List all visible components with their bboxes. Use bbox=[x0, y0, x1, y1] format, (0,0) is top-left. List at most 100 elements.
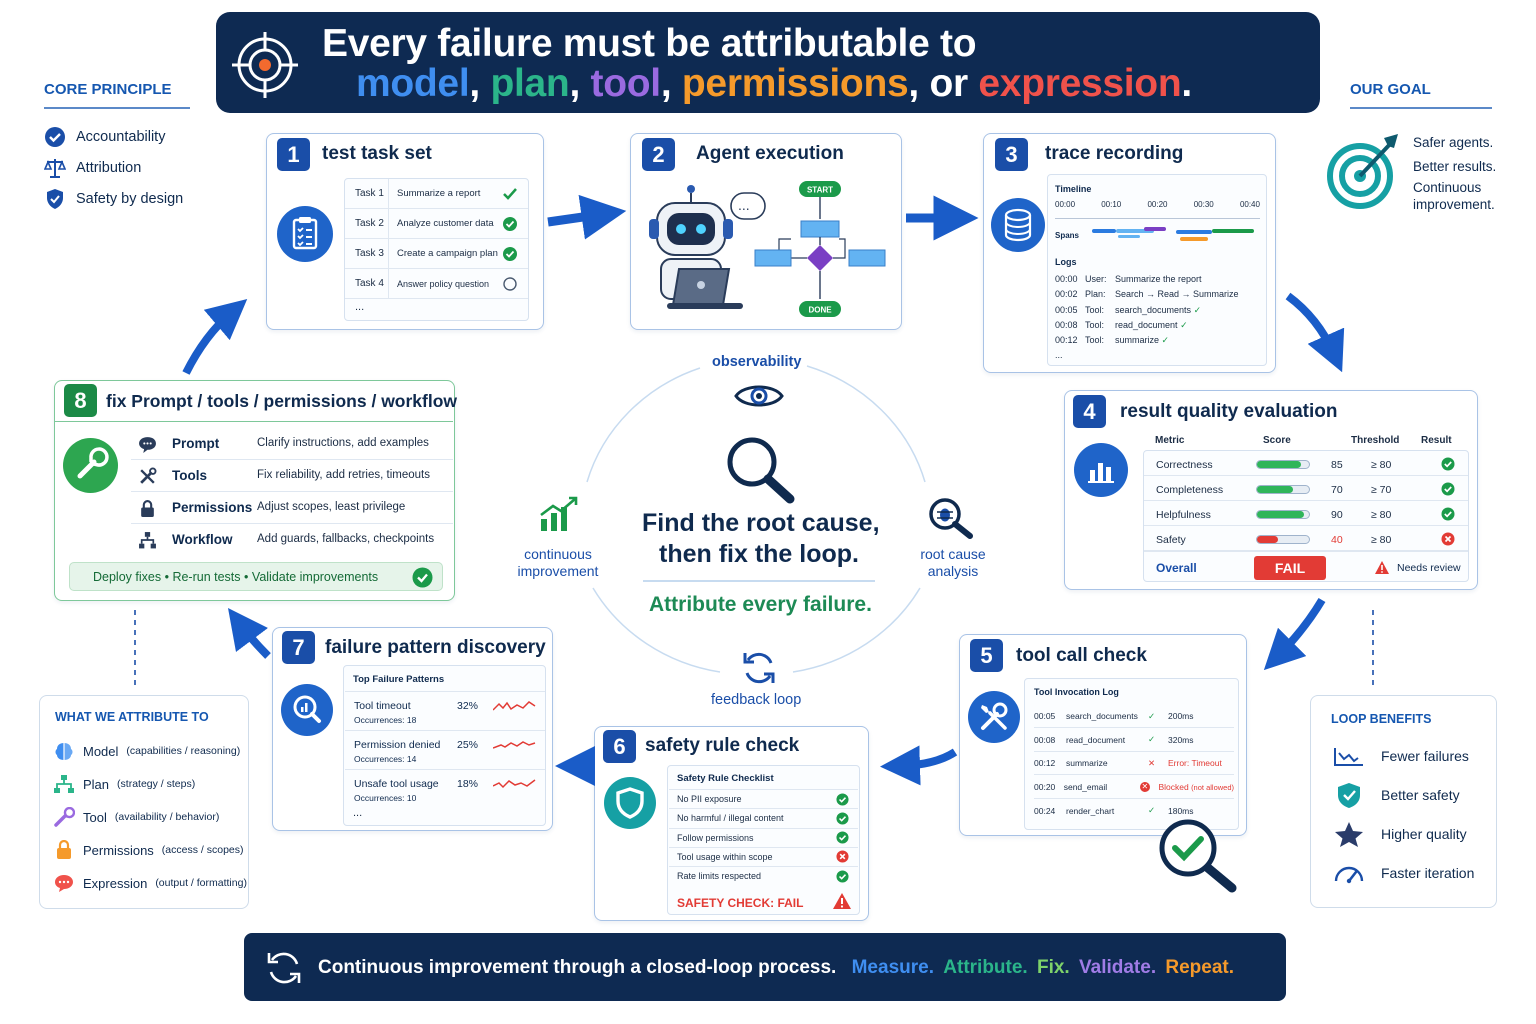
svg-text:DONE: DONE bbox=[808, 306, 832, 315]
fix-row[interactable]: Tools Fix reliability, add retries, time… bbox=[131, 460, 453, 492]
sparkline-icon bbox=[493, 701, 536, 711]
feedback-loop-label: feedback loop bbox=[711, 692, 802, 708]
tool-call-row[interactable]: 00:08 read_document ✓ 320ms bbox=[1034, 729, 1234, 752]
step8-badge: 8 bbox=[64, 384, 97, 417]
failure-pattern-row[interactable]: Permission denied Occurrences: 14 25% bbox=[345, 730, 545, 769]
magnifier-icon bbox=[727, 437, 795, 504]
sparkline-icon bbox=[493, 741, 536, 749]
svg-text:START: START bbox=[807, 186, 833, 195]
safety-rule-row[interactable]: No harmful / illegal content bbox=[669, 808, 858, 827]
fail-x-icon bbox=[836, 850, 849, 863]
bug-search-icon bbox=[929, 498, 973, 539]
attribute-tool: Tool(availability / behavior) bbox=[53, 806, 247, 828]
score-bar bbox=[1257, 536, 1278, 543]
tool-call-row[interactable]: 00:24 render_chart ✓ 180ms bbox=[1034, 805, 1194, 816]
step1-card: 1 test task set Task 1 Summarize a repor… bbox=[266, 133, 544, 330]
step1-title: test task set bbox=[322, 143, 432, 164]
step3-title: trace recording bbox=[1045, 143, 1184, 164]
check-icon bbox=[503, 187, 517, 200]
pass-check-icon bbox=[836, 812, 849, 825]
attribute-plan: Plan(strategy / steps) bbox=[53, 773, 247, 795]
tool-call-row[interactable]: 00:05 search_documents ✓ 200ms bbox=[1034, 705, 1234, 728]
workflow-icon bbox=[139, 532, 156, 549]
safety-rule-row[interactable]: Follow permissions bbox=[669, 827, 858, 847]
step6-title: safety rule check bbox=[645, 735, 800, 756]
eye-icon bbox=[734, 385, 784, 407]
task-row[interactable]: Task 2 Analyze customer data bbox=[345, 209, 528, 239]
pass-check-icon bbox=[1441, 457, 1455, 471]
step8-card: 8 fix Prompt / tools / permissions / wor… bbox=[54, 380, 458, 601]
clipboard-icon bbox=[277, 206, 333, 262]
step6-badge: 6 bbox=[603, 730, 636, 763]
safety-check-result: SAFETY CHECK: FAIL bbox=[677, 896, 804, 910]
check-circle-icon bbox=[503, 216, 517, 231]
wrench-screwdriver-icon bbox=[968, 691, 1020, 743]
task-row[interactable]: Task 4 Answer policy question bbox=[345, 269, 528, 299]
tools-icon bbox=[140, 467, 157, 484]
shield-icon bbox=[604, 777, 656, 829]
warning-icon bbox=[1375, 561, 1389, 574]
growth-chart-icon bbox=[540, 496, 578, 531]
step5-title: tool call check bbox=[1016, 645, 1147, 666]
our-goal-text: Safer agents. Better results. Continuous… bbox=[1413, 135, 1497, 212]
score-bar bbox=[1257, 461, 1301, 468]
pass-check-icon bbox=[836, 831, 849, 844]
check-circle-icon bbox=[45, 127, 65, 147]
safety-rule-row[interactable]: Tool usage within scope bbox=[669, 846, 858, 866]
chat-icon bbox=[139, 437, 156, 453]
failure-patterns: Top Failure Patterns Tool timeout Occurr… bbox=[343, 665, 546, 826]
step2-title: Agent execution bbox=[696, 143, 844, 164]
pending-circle-icon bbox=[503, 276, 517, 291]
step4-badge: 4 bbox=[1073, 395, 1106, 428]
task-row[interactable]: Task 1 Summarize a report bbox=[345, 179, 528, 209]
sparkline-icon bbox=[493, 779, 536, 789]
center-loop-circle bbox=[586, 365, 926, 673]
headline-permissions: permissions bbox=[681, 62, 909, 105]
headline-model: model bbox=[356, 62, 470, 105]
headline-line1: Every failure must be attributable to bbox=[322, 22, 977, 65]
safety-checklist: Safety Rule Checklist No PII exposure No… bbox=[667, 765, 860, 915]
benefit-item: Better safety bbox=[1333, 783, 1474, 808]
fix-row[interactable]: Prompt Clarify instructions, add example… bbox=[131, 428, 453, 460]
observability-label: observability bbox=[712, 354, 802, 370]
star-icon bbox=[1335, 822, 1363, 847]
pass-check-icon bbox=[836, 870, 849, 883]
center-heading: Find the root cause, then fix the loop. bbox=[642, 509, 880, 568]
tool-call-row[interactable]: 00:12 summarize ✕ Error: Timeout bbox=[1034, 752, 1234, 775]
core-item: Accountability bbox=[44, 125, 190, 149]
step2-card: 2 Agent execution ... START DONE bbox=[630, 133, 902, 330]
safety-rule-row[interactable]: No PII exposure bbox=[669, 789, 858, 808]
pass-check-icon bbox=[1441, 507, 1455, 521]
safety-rule-row[interactable]: Rate limits respected bbox=[669, 866, 858, 885]
fix-row[interactable]: Permissions Adjust scopes, least privile… bbox=[131, 492, 453, 524]
step4-card: 4 result quality evaluation Metric Score… bbox=[1064, 390, 1478, 590]
failure-pattern-row[interactable]: Unsafe tool usage Occurrences: 10 18% bbox=[345, 769, 545, 808]
workflow-diagram-icon: START DONE bbox=[754, 181, 886, 317]
failure-pattern-row[interactable]: Tool timeout Occurrences: 18 32% bbox=[345, 691, 545, 730]
svg-text:...: ... bbox=[738, 197, 750, 213]
attribute-every-failure: Attribute every failure. bbox=[649, 593, 872, 616]
deploy-bar: Deploy fixes • Re-run tests • Validate i… bbox=[69, 562, 443, 591]
core-principle: CORE PRINCIPLE Accountability Attributio… bbox=[44, 81, 190, 211]
step5-card: 5 tool call check Tool Invocation Log 00… bbox=[959, 634, 1247, 836]
loop-benefits-box: LOOP BENEFITS Fewer failures Better safe… bbox=[1310, 695, 1497, 908]
pass-check-icon bbox=[836, 792, 849, 806]
what-we-attribute-box: WHAT WE ATTRIBUTE TO Model(capabilities … bbox=[39, 695, 249, 909]
goal-target-icon bbox=[1327, 134, 1398, 209]
step8-title: fix Prompt / tools / permissions / workf… bbox=[106, 391, 458, 411]
tool-call-row[interactable]: 00:20 send_email ✕ Blocked (not allowed) bbox=[1034, 776, 1234, 799]
fix-row[interactable]: Workflow Add guards, fallbacks, checkpoi… bbox=[131, 524, 453, 556]
core-principle-title: CORE PRINCIPLE bbox=[44, 81, 172, 98]
task-row[interactable]: Task 3 Create a campaign plan bbox=[345, 239, 528, 269]
core-item: Attribution bbox=[44, 156, 190, 180]
step2-badge: 2 bbox=[642, 138, 675, 171]
attribute-permissions: Permissions(access / scopes) bbox=[53, 839, 247, 861]
step7-title: failure pattern discovery bbox=[325, 637, 546, 658]
header-banner: Every failure must be attributable to mo… bbox=[216, 12, 1320, 113]
target-icon bbox=[232, 32, 298, 98]
trend-down-icon bbox=[1334, 748, 1363, 766]
